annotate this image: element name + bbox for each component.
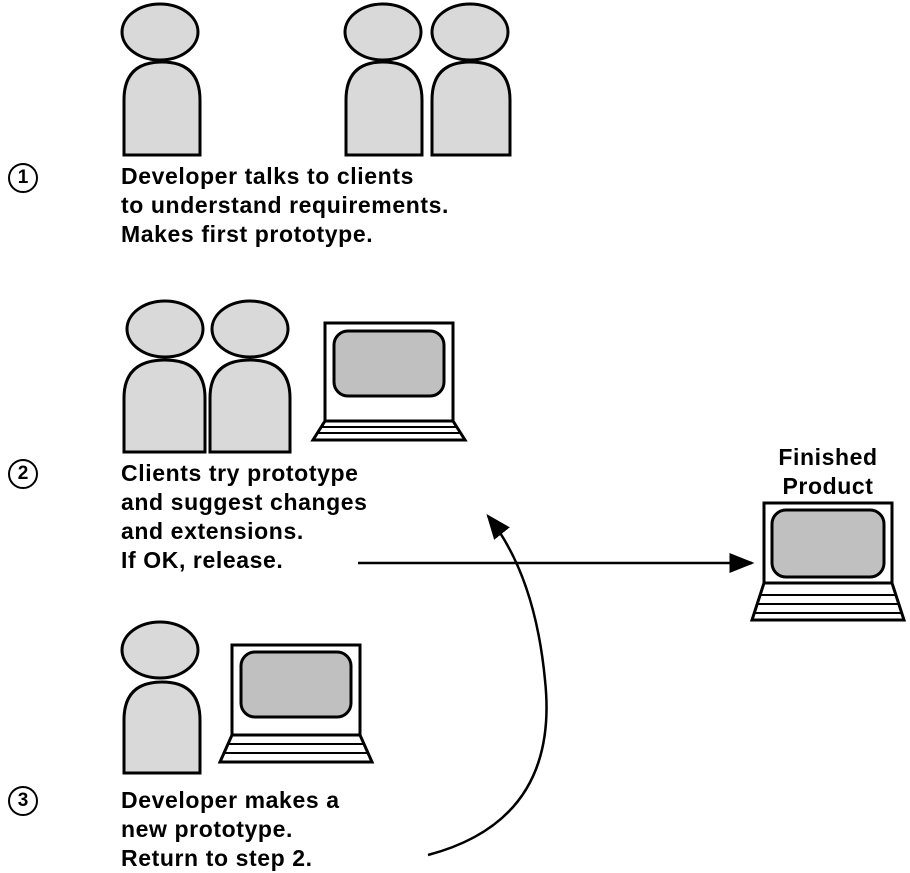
step1-description: Developer talks to clients to understand…: [121, 162, 449, 249]
step-number-3: 3: [8, 786, 38, 816]
step2-line: Clients try prototype: [121, 460, 359, 486]
step-number-1: 1: [8, 163, 38, 193]
step1-client-person-icon: [430, 2, 512, 157]
step3-prototype-laptop-icon: [217, 643, 375, 764]
step2-client-person-icon: [208, 299, 292, 454]
finished-product-label: Finished Product: [743, 443, 910, 501]
step2-prototype-laptop-icon: [310, 321, 468, 442]
step2-line: and suggest changes: [121, 489, 368, 515]
step-number-2: 2: [8, 459, 38, 489]
step1-line: Makes first prototype.: [121, 221, 374, 247]
finished-product-line: Product: [782, 473, 874, 499]
step1-line: Developer talks to clients: [121, 163, 414, 189]
step3-line: Developer makes a: [121, 787, 340, 813]
step3-line: new prototype.: [121, 816, 293, 842]
step2-description: Clients try prototype and suggest change…: [121, 459, 368, 575]
step2-line: and extensions.: [121, 518, 304, 544]
step3-developer-person-icon: [120, 620, 202, 775]
step1-line: to understand requirements.: [121, 192, 450, 218]
step3-description: Developer makes a new prototype. Return …: [121, 786, 340, 873]
step1-client-person-icon: [343, 2, 424, 157]
finished-product-line: Finished: [778, 444, 878, 470]
return-arrow-icon: [427, 514, 548, 857]
finished-product-laptop-icon: [749, 501, 907, 622]
step1-developer-person-icon: [120, 2, 202, 157]
step2-line: If OK, release.: [121, 547, 284, 573]
step3-line: Return to step 2.: [121, 845, 313, 871]
step2-client-person-icon: [122, 299, 207, 454]
